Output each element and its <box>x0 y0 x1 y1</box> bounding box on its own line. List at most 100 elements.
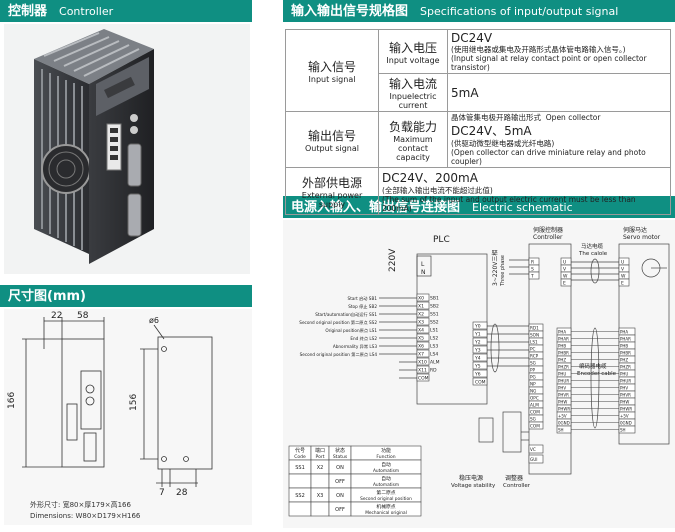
ctrl-signal-terminal: SG <box>530 417 536 422</box>
legend-value: OFF <box>335 507 345 513</box>
servo-en: Servo motor <box>623 234 661 241</box>
input-label: Abnormality 异常 LS3 <box>333 343 378 350</box>
input-label: Second original position 第二原点 LS4 <box>300 351 378 358</box>
ctrl-motor-terminal: V <box>563 267 567 273</box>
voltage-220-label: 220V <box>388 248 398 272</box>
ctrl-signal-terminal: NG <box>530 389 536 394</box>
input-signal-cell: 输入信号 Input signal <box>285 29 379 112</box>
ctrl-signal-terminal: COM <box>530 424 540 429</box>
motor-power-terminal: U <box>621 260 624 266</box>
external-power-value: DC24V、200mA <box>382 171 478 185</box>
ctrl-encoder-pin: PHUR <box>558 379 569 384</box>
legend-function-en: Automatism <box>373 468 399 474</box>
input-terminal-box <box>416 349 430 358</box>
input-terminal-box <box>416 317 430 326</box>
input-code: SB2 <box>430 304 439 310</box>
legend-cell <box>310 501 330 517</box>
servo-cn: 伺服马达 <box>623 226 647 234</box>
motor-encoder-pin: PHZ <box>620 358 628 363</box>
ctrl-encoder-pin: PHU <box>558 372 566 377</box>
input-code: ALM <box>430 360 440 366</box>
dim-front-width-2: 58 <box>77 311 89 321</box>
legend-value: X2 <box>317 465 324 471</box>
legend-function-cn: 自动 <box>381 461 391 468</box>
input-voltage-en: Input voltage <box>386 55 440 65</box>
external-power-value-cell: DC24V、200mA (全部输入输出电流不能超过此值) (The sum of… <box>378 167 671 215</box>
motor-power-terminal: V <box>621 267 625 273</box>
input-current-cell: 输入电流 Inpuelectric current <box>378 73 448 112</box>
ctrl-bottom-terminal: GUI <box>530 457 538 462</box>
load-capacity-note-cn: (供驱动微型继电器或光纤电路) <box>451 139 555 148</box>
ctrl-signal-terminal: COM <box>530 410 540 415</box>
input-signal-en: Input signal <box>308 74 356 84</box>
plc-output-box <box>472 353 488 362</box>
input-terminal-box <box>416 373 430 382</box>
section-title-en: Specifications of input/output signal <box>420 5 619 18</box>
load-capacity-en2: contact capacity <box>396 143 430 162</box>
input-code: RD <box>430 368 437 374</box>
external-power-note-en: (The sum of the input and output electri… <box>382 195 636 213</box>
legend-value: SS1 <box>295 465 305 471</box>
section-header-dimensions: 尺寸图(mm) <box>0 285 252 307</box>
controller-photo <box>4 24 250 274</box>
dim-bottom-1: 7 <box>159 488 165 498</box>
ctrl-signal-terminal: RD1 <box>530 326 539 331</box>
legend-cell <box>288 501 312 517</box>
motor-cable-en: The calole <box>578 251 608 257</box>
ctrl-bottom-box <box>528 444 544 454</box>
motor-encoder-pin: PHBR <box>620 351 631 356</box>
ctrl-motor-terminal: E <box>563 281 566 287</box>
output-signal-cn: 输出信号 <box>307 128 356 143</box>
motor-encoder-pin: PHWR <box>620 407 632 412</box>
dim-front-width-1: 22 <box>51 311 62 321</box>
motor-cable-cn: 马达电缆 <box>581 242 604 250</box>
ctrl-encoder-pin: PHA <box>558 330 566 335</box>
plc-output-box <box>472 345 488 354</box>
input-voltage-cell: 输入电压 Input voltage <box>378 29 448 74</box>
motor-encoder-pin: PHW <box>620 400 629 405</box>
external-power-en: External power supply <box>301 190 363 209</box>
section-title-cn: 输入输出信号规格图 <box>291 4 409 19</box>
input-terminal: X6 <box>418 344 424 350</box>
section-title-cn: 控制器 <box>8 4 48 19</box>
plc-label: PLC <box>433 235 450 245</box>
ctrl-encoder-pin: PHZR <box>558 365 569 370</box>
motor-encoder-pin: +5V <box>620 414 629 419</box>
ctrl-encoder-pin: PHVR <box>558 393 569 398</box>
encoder-cable-cn: 编码器电缆 <box>579 362 607 370</box>
dim-caption-cn: 外形尺寸: 宽80×厚179×高166 <box>30 500 131 509</box>
ctrl-signal-terminal: PG <box>530 375 536 380</box>
ctrl-signal-box <box>528 421 544 430</box>
legend-header-cn: 代号 <box>295 447 305 454</box>
ctrl-bottom-box <box>528 454 544 464</box>
motor-encoder-pin: 0GND <box>620 421 632 426</box>
motor-encoder-pin: PHU <box>620 372 628 377</box>
ctrl-signal-terminal: PP <box>530 368 536 373</box>
input-terminal-box <box>416 325 430 334</box>
regulator-en: Controller <box>503 483 531 489</box>
input-terminal: X2 <box>418 312 424 318</box>
legend-function-cn: 第二原点 <box>376 489 395 496</box>
input-voltage-cn: 输入电压 <box>388 40 437 55</box>
ctrl-bottom-terminal: VC <box>530 447 536 452</box>
controller-terminal-list: RSTRD1SONLS1PCRCPSGPPPGNPNGOPCALMCOMSGCO… <box>528 257 544 464</box>
section-header-spec: 输入输出信号规格图 Specifications of input/output … <box>283 0 675 22</box>
plc-output: Y6 <box>474 372 481 378</box>
dim-hole: ø6 <box>149 316 159 325</box>
ctrl-signal-terminal: NP <box>530 382 536 387</box>
motor-encoder-pin: PHUR <box>620 379 631 384</box>
input-terminal: COM <box>418 376 429 382</box>
legend-function-cell <box>350 501 422 517</box>
input-code: LS3 <box>430 344 438 350</box>
input-code: LS4 <box>430 352 438 358</box>
encoder-cable-en: Encoder cable <box>577 371 617 377</box>
plc-output: Y0 <box>474 324 481 330</box>
legend-value: OFF <box>335 479 345 485</box>
plc-output-box <box>472 369 488 378</box>
plc-output: Y1 <box>474 332 481 338</box>
input-terminal: X11 <box>418 368 427 374</box>
input-terminal: X0 <box>418 296 424 302</box>
controller-en: Controller <box>533 234 563 241</box>
ctrl-signal-terminal: OPC <box>530 396 539 401</box>
